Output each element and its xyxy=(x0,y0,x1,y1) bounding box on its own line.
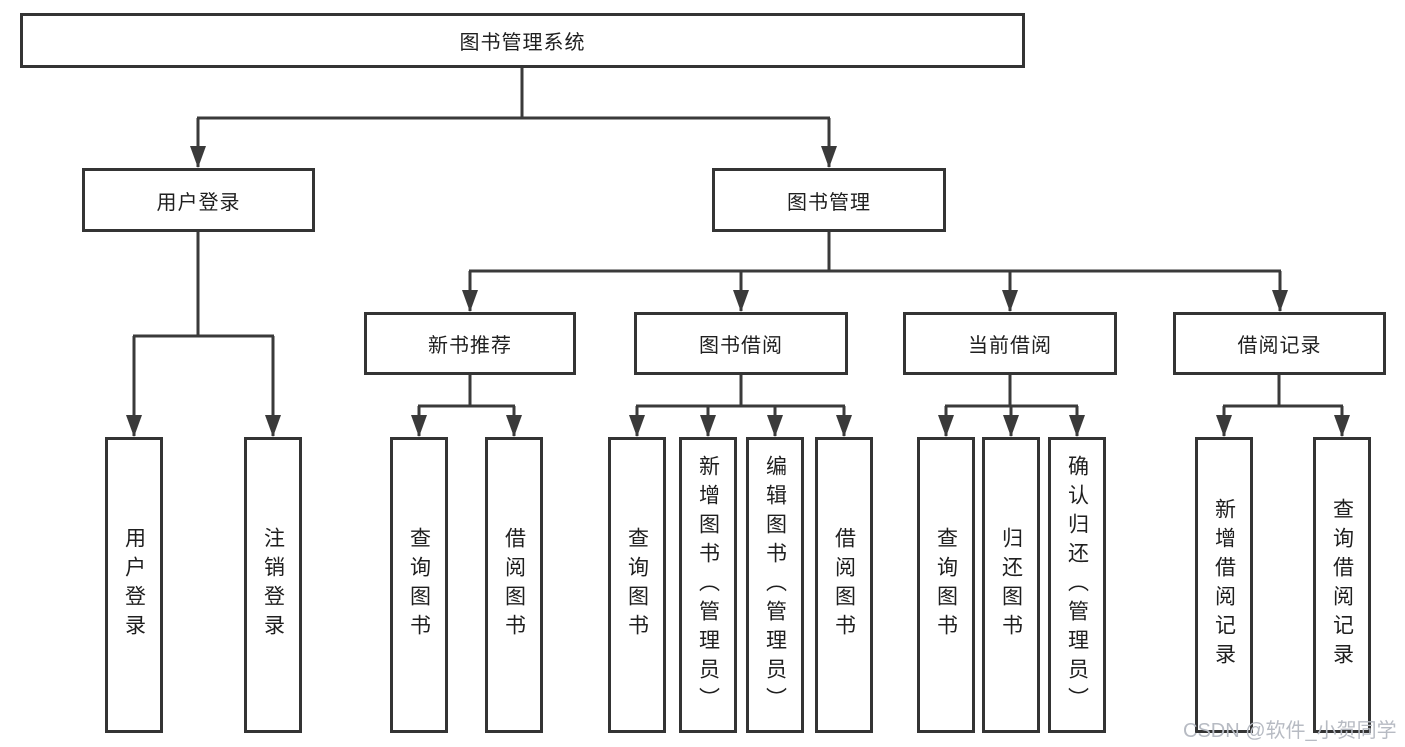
node-leaf-logout-label: 注销登录 xyxy=(261,527,285,643)
node-leaf-borrow-book-rec-label: 借阅图书 xyxy=(502,527,526,643)
node-root-label: 图书管理系统 xyxy=(459,32,586,54)
node-leaf-borrow-book-label: 借阅图书 xyxy=(832,527,856,643)
node-leaf-edit-book-admin-label: 编辑图书（管理员） xyxy=(763,454,787,716)
node-leaf-add-borrow-record-label: 新增借阅记录 xyxy=(1212,498,1236,672)
node-leaf-query-book-current: 查询图书 xyxy=(917,437,975,733)
node-leaf-query-book-label: 查询图书 xyxy=(625,527,649,643)
node-borrow-record-label: 借阅记录 xyxy=(1237,335,1322,357)
edges-borrow-record xyxy=(1216,374,1350,437)
node-leaf-query-book-current-label: 查询图书 xyxy=(934,527,958,643)
node-current-borrow: 当前借阅 xyxy=(903,312,1117,375)
edges-book-borrow xyxy=(629,374,852,437)
node-leaf-return-book-label: 归还图书 xyxy=(999,527,1023,643)
node-leaf-add-book-admin-label: 新增图书（管理员） xyxy=(696,454,720,716)
node-leaf-borrow-book: 借阅图书 xyxy=(815,437,873,733)
node-new-book-rec-label: 新书推荐 xyxy=(428,335,512,357)
node-leaf-confirm-return-admin-label: 确认归还（管理员） xyxy=(1065,454,1089,716)
node-book-borrow: 图书借阅 xyxy=(634,312,848,375)
node-leaf-query-book-rec: 查询图书 xyxy=(390,437,448,733)
node-root: 图书管理系统 xyxy=(20,13,1025,68)
node-leaf-query-book: 查询图书 xyxy=(608,437,666,733)
node-user-login-label: 用户登录 xyxy=(156,191,241,214)
node-borrow-record: 借阅记录 xyxy=(1173,312,1386,375)
node-new-book-rec: 新书推荐 xyxy=(364,312,576,375)
node-leaf-add-book-admin: 新增图书（管理员） xyxy=(679,437,737,733)
csdn-watermark: CSDN @软件_小贺同学 xyxy=(1183,720,1397,742)
node-leaf-logout: 注销登录 xyxy=(244,437,302,733)
node-leaf-borrow-book-rec: 借阅图书 xyxy=(485,437,543,733)
node-leaf-user-login: 用户登录 xyxy=(105,437,163,733)
node-book-borrow-label: 图书借阅 xyxy=(699,335,783,357)
node-current-borrow-label: 当前借阅 xyxy=(968,335,1052,357)
node-book-mgmt: 图书管理 xyxy=(712,168,946,232)
node-leaf-edit-book-admin: 编辑图书（管理员） xyxy=(746,437,804,733)
node-leaf-return-book: 归还图书 xyxy=(982,437,1040,733)
node-leaf-query-book-rec-label: 查询图书 xyxy=(407,527,431,643)
node-leaf-query-borrow-record: 查询借阅记录 xyxy=(1313,437,1371,733)
node-leaf-query-borrow-record-label: 查询借阅记录 xyxy=(1330,498,1354,672)
node-leaf-confirm-return-admin: 确认归还（管理员） xyxy=(1048,437,1106,733)
edges-current-borrow xyxy=(938,374,1085,437)
node-user-login: 用户登录 xyxy=(82,168,315,232)
node-leaf-add-borrow-record: 新增借阅记录 xyxy=(1195,437,1253,733)
edges-user-login xyxy=(126,231,281,437)
edges-new-book-rec xyxy=(411,374,522,437)
edges-book-mgmt xyxy=(462,231,1288,312)
edges-root xyxy=(190,68,837,168)
node-leaf-user-login-label: 用户登录 xyxy=(122,527,146,643)
node-book-mgmt-label: 图书管理 xyxy=(787,191,871,214)
